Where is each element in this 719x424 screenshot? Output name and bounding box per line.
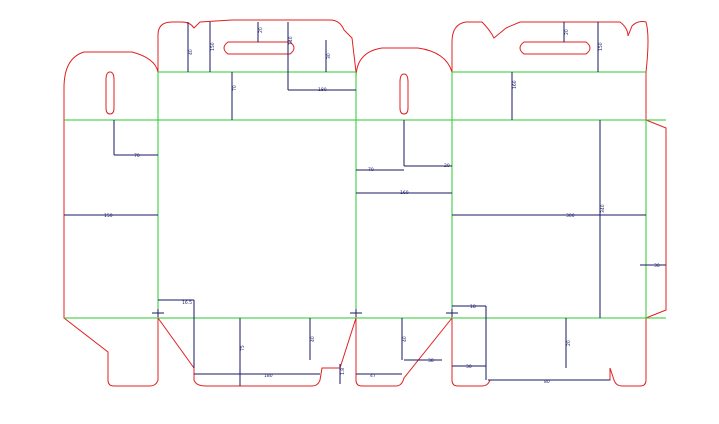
back-bottom-cut xyxy=(451,318,647,387)
dimension-lines xyxy=(64,22,666,386)
dimension-labels: 150 70 40 150 70 20 140 180 30 70 20 160… xyxy=(104,27,660,385)
dim-label: 70 xyxy=(134,153,140,159)
dim-label: 160 xyxy=(400,190,409,196)
left-side-top-flap-cut xyxy=(63,51,159,120)
dim-label: 150 xyxy=(104,213,113,219)
middle-bottom-cut xyxy=(355,317,453,387)
middle-top-flap-cut xyxy=(355,47,453,120)
dim-label: 16.5 xyxy=(182,300,192,306)
dim-label: 1.8 xyxy=(340,368,346,375)
left-side-bottom-cut xyxy=(63,120,159,387)
front-handle-hole-cut xyxy=(223,41,295,55)
front-top-flap-cut xyxy=(157,19,357,120)
registration-marks xyxy=(152,309,458,317)
registration-mark xyxy=(446,309,458,317)
middle-handle-slot-cut xyxy=(399,73,409,115)
dim-label: 160 xyxy=(512,80,518,89)
dim-label: 340 xyxy=(600,204,606,213)
registration-mark xyxy=(350,309,362,317)
dim-label: 20 xyxy=(258,27,264,33)
fold-lines xyxy=(64,71,666,319)
dim-label: 70 xyxy=(232,85,238,91)
dim-label: 70 xyxy=(368,167,374,173)
back-top-flap-cut xyxy=(451,21,649,120)
front-bottom-flap-cut xyxy=(157,317,357,387)
dim-label: 30 xyxy=(326,53,332,59)
dim-label: 20 xyxy=(566,340,572,346)
dim-label: 30 xyxy=(466,364,472,370)
dim-label: 40 xyxy=(310,336,316,342)
dim-label: 40 xyxy=(188,49,194,55)
back-handle-hole-cut xyxy=(519,41,591,55)
dim-label: 80 xyxy=(544,379,550,385)
registration-mark xyxy=(152,309,164,317)
dim-label: 180 xyxy=(318,87,327,93)
dim-label: 180 xyxy=(264,373,273,379)
dim-label: 20 xyxy=(444,163,450,169)
cut-lines xyxy=(63,19,667,387)
dim-label: 38 xyxy=(428,358,434,364)
dim-label: 150 xyxy=(598,42,604,51)
left-handle-slot-cut xyxy=(105,71,115,115)
dim-label: 300 xyxy=(566,213,575,219)
dim-label: 140 xyxy=(288,36,294,45)
dim-label: 150 xyxy=(210,42,216,51)
dim-label: 30 xyxy=(654,263,660,269)
dim-label: 40 xyxy=(402,336,408,342)
dim-label: 20 xyxy=(564,29,570,35)
dim-label: 75 xyxy=(240,345,246,351)
dim-label: 18 xyxy=(470,304,476,310)
dim-label: 47 xyxy=(370,373,376,379)
glue-tab-cut xyxy=(645,119,667,319)
